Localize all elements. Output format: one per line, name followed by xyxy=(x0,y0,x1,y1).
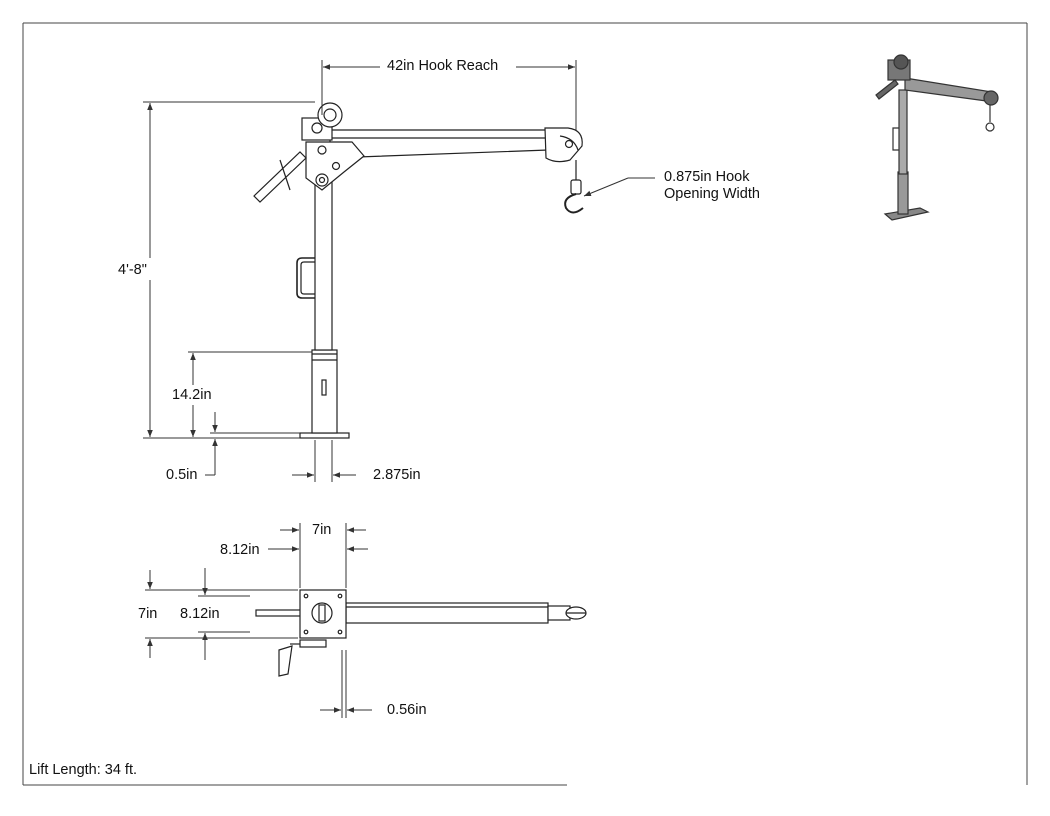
boom-tip xyxy=(544,127,583,163)
plan-rear-handle xyxy=(255,609,302,617)
plate-thickness-label: 0.5in xyxy=(166,467,198,483)
iso-base-sleeve xyxy=(897,171,909,215)
mast xyxy=(314,177,333,351)
plan-view xyxy=(255,589,587,677)
crank-lever xyxy=(253,151,307,203)
side-width-label: 7in xyxy=(138,606,158,622)
mast-diameter-label: 2.875in xyxy=(373,467,421,483)
plan-boom xyxy=(345,602,549,624)
hook xyxy=(564,193,584,214)
sleeve-height-label: 14.2in xyxy=(172,387,212,403)
plan-crank-grip xyxy=(278,645,293,677)
hook-reach-label: 42in Hook Reach xyxy=(387,58,499,74)
lift-length-note: Lift Length: 34 ft. xyxy=(29,762,138,778)
top-width-label: 7in xyxy=(312,522,332,538)
hook-opening-label: 0.875in Hook Opening Width xyxy=(664,169,760,202)
sheet-border xyxy=(22,22,1028,786)
side-dimension-lines xyxy=(143,60,655,482)
handle-offset-label: 0.56in xyxy=(387,702,427,718)
side-offset-label: 8.12in xyxy=(180,606,220,622)
overall-height-label: 4'-8" xyxy=(118,262,147,278)
side-elevation-view xyxy=(253,102,584,439)
plan-crank xyxy=(299,639,327,648)
iso-mast xyxy=(898,89,908,175)
plan-mast-head xyxy=(299,589,347,639)
isometric-thumbnail xyxy=(875,54,999,221)
iso-boom xyxy=(904,77,995,103)
base-plate xyxy=(299,432,350,439)
hook-swivel xyxy=(570,179,582,195)
top-offset-label: 8.12in xyxy=(220,542,260,558)
mast-handle xyxy=(296,257,315,299)
plan-dimension-lines xyxy=(145,523,372,718)
